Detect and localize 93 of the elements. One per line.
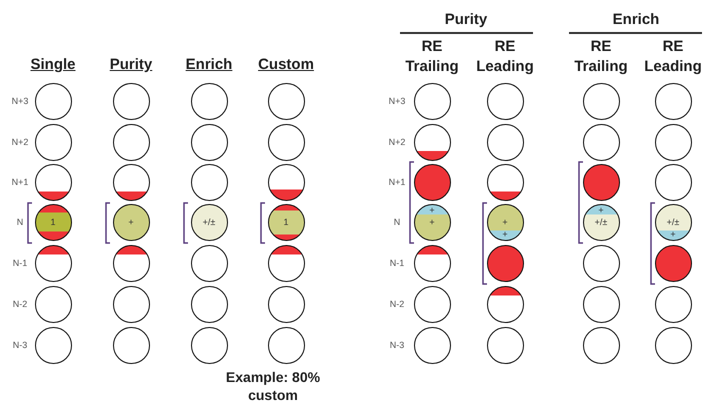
droplet-circle — [112, 244, 150, 282]
example-note: Example: 80% custom — [224, 368, 322, 404]
droplet-label: +/± — [202, 216, 216, 226]
droplet-circle — [582, 164, 620, 200]
droplet-circle — [414, 244, 450, 282]
droplet-circle — [112, 124, 150, 160]
droplet-circle — [112, 286, 150, 322]
row-label: N-1 — [12, 257, 28, 269]
droplet-circle — [268, 326, 304, 364]
row-label: N+1 — [10, 176, 30, 188]
droplet-circle — [414, 164, 450, 200]
column-heading: RE Trailing — [573, 37, 629, 77]
droplet-circle — [34, 326, 72, 364]
droplet-circle — [34, 286, 72, 322]
droplet-circle — [414, 124, 450, 160]
droplet-circle — [582, 326, 620, 364]
droplet-circle — [654, 164, 692, 200]
droplet-label: + — [428, 204, 436, 214]
droplet-circle — [414, 204, 450, 240]
column-heading: RE Trailing — [404, 37, 460, 77]
droplet-circle — [414, 82, 450, 120]
droplet-circle — [582, 124, 620, 160]
droplet-circle — [190, 164, 228, 200]
droplet-circle — [190, 124, 228, 160]
column-heading: Enrich — [184, 55, 234, 75]
droplet-label: 1 — [282, 216, 290, 226]
droplet-circle — [486, 164, 524, 200]
column-heading: Custom — [257, 55, 315, 75]
group-heading: Enrich — [612, 10, 660, 30]
droplet-circle — [486, 286, 524, 322]
droplet-label: + — [127, 216, 135, 226]
droplet-circle — [112, 164, 150, 200]
droplet-circle — [190, 326, 228, 364]
row-label: N-3 — [388, 339, 406, 351]
droplet-circle — [34, 204, 72, 240]
droplet-circle — [34, 124, 72, 160]
droplet-circle — [414, 286, 450, 322]
droplet-circle — [486, 82, 524, 120]
droplet-circle — [268, 286, 304, 322]
droplet-circle — [268, 164, 304, 200]
row-label: N+2 — [10, 136, 30, 148]
column-heading: Single — [29, 55, 76, 75]
droplet-circle — [268, 204, 304, 240]
column-heading: RE Leading — [643, 37, 703, 77]
droplet-circle — [34, 82, 72, 120]
row-label: N — [392, 216, 402, 228]
droplet-circle — [112, 326, 150, 364]
row-label: N-1 — [388, 257, 406, 269]
row-label: N-3 — [12, 339, 28, 351]
droplet-label: + — [669, 228, 677, 238]
droplet-circle — [486, 204, 524, 240]
droplet-label: + — [428, 216, 436, 226]
droplet-circle — [582, 82, 620, 120]
droplet-circle — [190, 286, 228, 322]
droplet-circle — [190, 204, 228, 240]
row-label: N+1 — [388, 176, 406, 188]
droplet-circle — [268, 82, 304, 120]
droplet-label: +/± — [594, 216, 608, 226]
droplet-circle — [654, 82, 692, 120]
column-heading: RE Leading — [475, 37, 535, 77]
droplet-circle — [414, 326, 450, 364]
droplet-circle — [268, 124, 304, 160]
droplet-label: + — [501, 216, 509, 226]
droplet-circle — [654, 244, 692, 282]
droplet-circle — [190, 244, 228, 282]
droplet-circle — [486, 326, 524, 364]
row-label: N+2 — [388, 136, 406, 148]
droplet-circle — [190, 82, 228, 120]
droplet-circle — [654, 204, 692, 240]
column-heading: Purity — [108, 55, 154, 75]
group-heading: Purity — [444, 10, 488, 30]
droplet-circle — [486, 244, 524, 282]
droplet-label: +/± — [666, 216, 680, 226]
droplet-circle — [654, 326, 692, 364]
droplet-circle — [34, 164, 72, 200]
droplet-label: 1 — [49, 216, 56, 226]
row-label: N-2 — [12, 298, 28, 310]
droplet-circle — [112, 82, 150, 120]
row-label: N+3 — [10, 95, 30, 107]
row-label: N — [16, 216, 24, 228]
droplet-circle — [654, 286, 692, 322]
droplet-circle — [582, 244, 620, 282]
droplet-circle — [112, 204, 150, 240]
droplet-circle — [268, 244, 304, 282]
droplet-label: + — [501, 228, 509, 238]
row-label: N+3 — [388, 95, 406, 107]
droplet-circle — [582, 204, 620, 240]
droplet-circle — [486, 124, 524, 160]
droplet-label: + — [597, 204, 605, 214]
droplet-circle — [582, 286, 620, 322]
droplet-circle — [34, 244, 72, 282]
row-label: N-2 — [388, 298, 406, 310]
droplet-circle — [654, 124, 692, 160]
